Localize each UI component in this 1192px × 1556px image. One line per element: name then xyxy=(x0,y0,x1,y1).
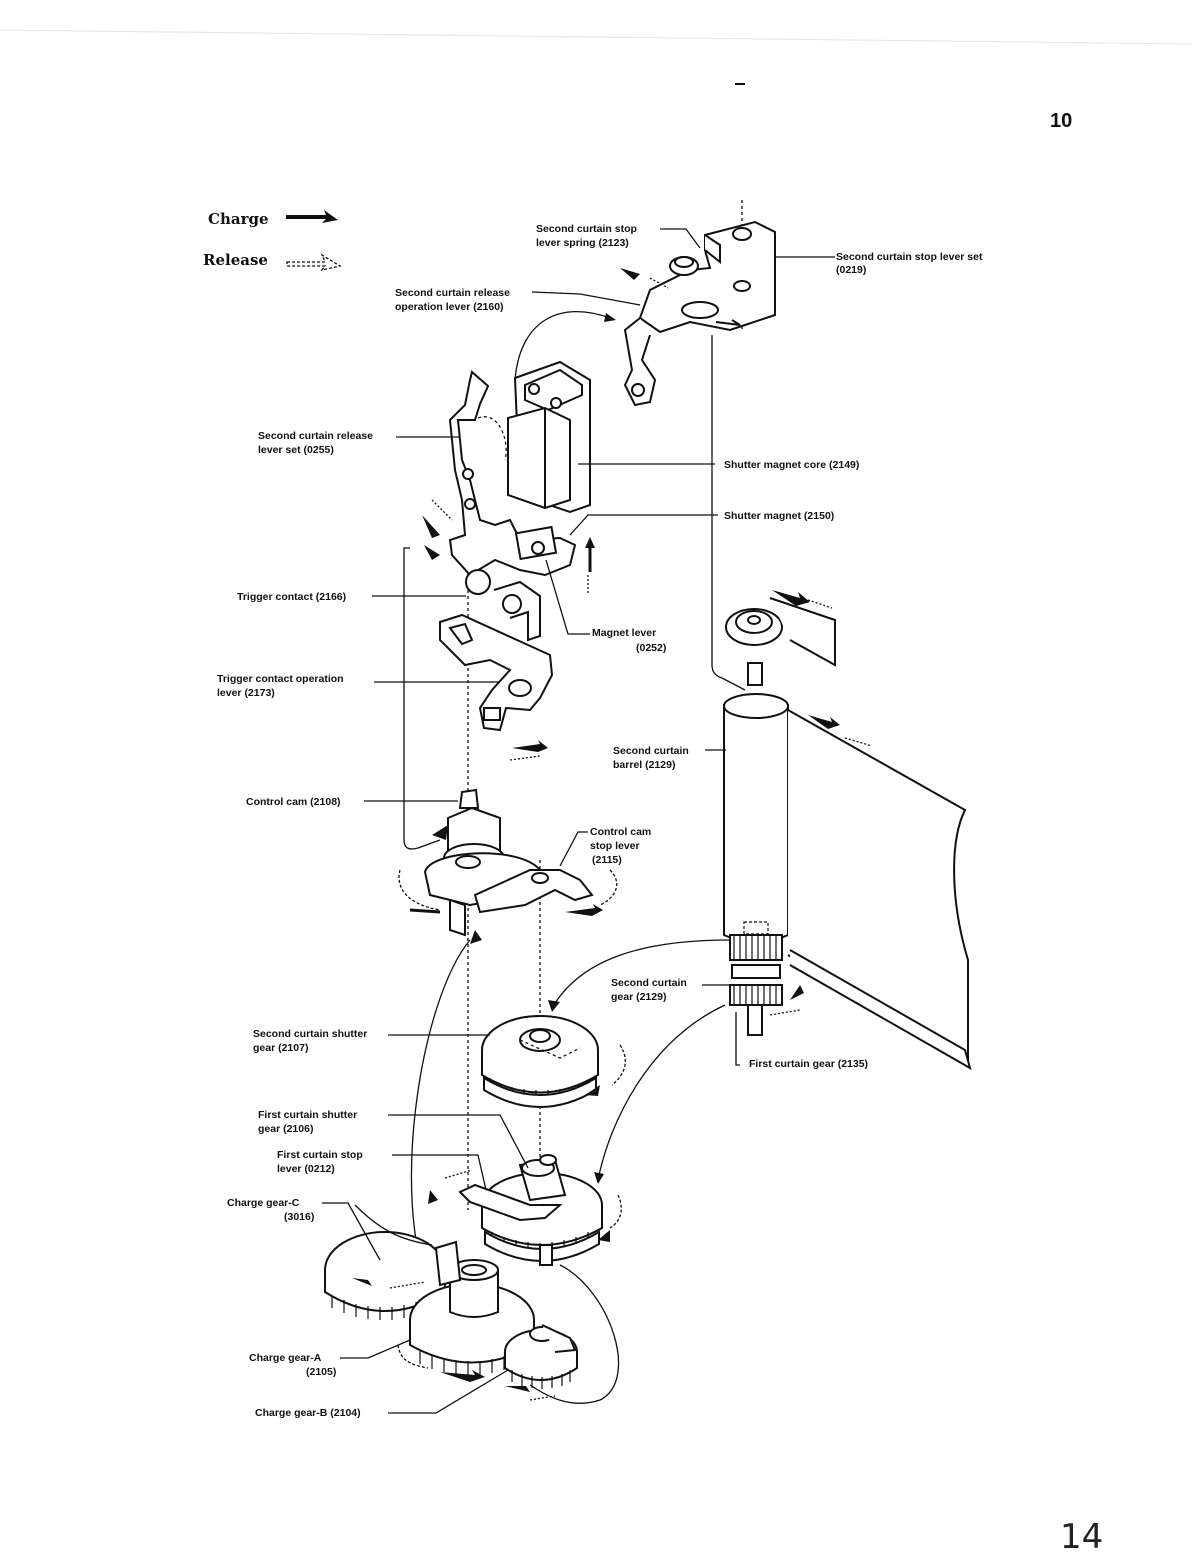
label-second-curtain-stop-lever-set-1: Second curtain stop lever set xyxy=(836,251,983,263)
label-trigger-contact-operation-lever-2: lever (2173) xyxy=(217,687,275,699)
label-charge-gear-a-2: (2105) xyxy=(306,1366,336,1378)
mechanism-illustration xyxy=(324,200,972,1404)
charge-gear-a-part xyxy=(397,1240,535,1382)
second-curtain-barrel-part xyxy=(723,590,972,1071)
label-first-curtain-shutter-gear-2: gear (2106) xyxy=(258,1123,313,1135)
label-second-curtain-gear-2: gear (2129) xyxy=(611,991,666,1003)
leader-lines xyxy=(322,228,835,1414)
page-number: 10 xyxy=(1050,110,1072,132)
label-control-cam-stop-lever-3: (2115) xyxy=(592,854,622,866)
handwritten-page-mark: 14 xyxy=(1060,1517,1103,1556)
curtain-gear-stack-part xyxy=(729,934,804,1036)
charge-arrow-icon xyxy=(286,210,338,223)
second-curtain-shutter-gear-part xyxy=(481,1015,626,1108)
label-second-curtain-gear-1: Second curtain xyxy=(611,977,687,989)
label-second-curtain-release-operation-lever-2: operation lever (2160) xyxy=(395,301,504,313)
label-shutter-magnet-core: Shutter magnet core (2149) xyxy=(724,459,859,471)
label-shutter-magnet: Shutter magnet (2150) xyxy=(724,510,834,522)
label-second-curtain-release-lever-set-2: lever set (0255) xyxy=(258,444,334,456)
label-second-curtain-release-lever-set-1: Second curtain release xyxy=(258,430,373,442)
label-first-curtain-gear: First curtain gear (2135) xyxy=(749,1058,868,1070)
label-charge-gear-c-1: Charge gear-C xyxy=(227,1197,300,1209)
label-second-curtain-barrel-2: barrel (2129) xyxy=(613,759,675,771)
label-magnet-lever-2: (0252) xyxy=(636,642,666,654)
label-second-curtain-release-operation-lever-1: Second curtain release xyxy=(395,287,510,299)
charge-gear-c-part xyxy=(324,1204,446,1320)
legend-release-label: Release xyxy=(203,251,268,269)
label-trigger-contact-operation-lever-1: Trigger contact operation xyxy=(217,673,344,685)
label-first-curtain-stop-lever-1: First curtain stop xyxy=(277,1149,363,1161)
label-first-curtain-shutter-gear-1: First curtain shutter xyxy=(258,1109,357,1121)
second-curtain-release-lever-set-part xyxy=(422,370,595,595)
label-magnet-lever-1: Magnet lever xyxy=(592,627,656,639)
label-charge-gear-b: Charge gear-B (2104) xyxy=(255,1407,361,1419)
shutter-magnet-part xyxy=(507,360,591,514)
label-charge-gear-a-1: Charge gear-A xyxy=(249,1352,322,1364)
first-curtain-shutter-gear-part xyxy=(428,1154,622,1266)
control-cam-part xyxy=(398,788,542,937)
label-charge-gear-c-2: (3016) xyxy=(284,1211,314,1223)
label-second-curtain-shutter-gear-1: Second curtain shutter xyxy=(253,1028,367,1040)
label-second-curtain-stop-lever-spring-1: Second curtain stop xyxy=(536,223,637,235)
part-labels: Second curtain stop lever spring (2123) … xyxy=(217,223,983,1419)
legend: Charge Release xyxy=(203,210,342,272)
label-second-curtain-barrel-1: Second curtain xyxy=(613,745,689,757)
label-second-curtain-shutter-gear-2: gear (2107) xyxy=(253,1042,308,1054)
second-curtain-stop-lever-set-part xyxy=(620,220,776,407)
label-control-cam: Control cam (2108) xyxy=(246,796,341,808)
label-second-curtain-stop-lever-spring-2: lever spring (2123) xyxy=(536,237,629,249)
label-second-curtain-stop-lever-set-2: (0219) xyxy=(836,264,866,276)
label-first-curtain-stop-lever-2: lever (0212) xyxy=(277,1163,335,1175)
charge-gear-b-part xyxy=(504,1324,578,1401)
control-cam-stop-lever-part xyxy=(473,869,618,916)
label-trigger-contact: Trigger contact (2166) xyxy=(237,591,346,603)
trigger-contact-operation-lever-part xyxy=(439,613,554,761)
trigger-contact-part xyxy=(465,569,541,642)
label-control-cam-stop-lever-1: Control cam xyxy=(590,826,651,838)
legend-charge-label: Charge xyxy=(208,210,269,228)
label-control-cam-stop-lever-2: stop lever xyxy=(590,840,640,852)
release-arrow-icon xyxy=(286,253,342,272)
